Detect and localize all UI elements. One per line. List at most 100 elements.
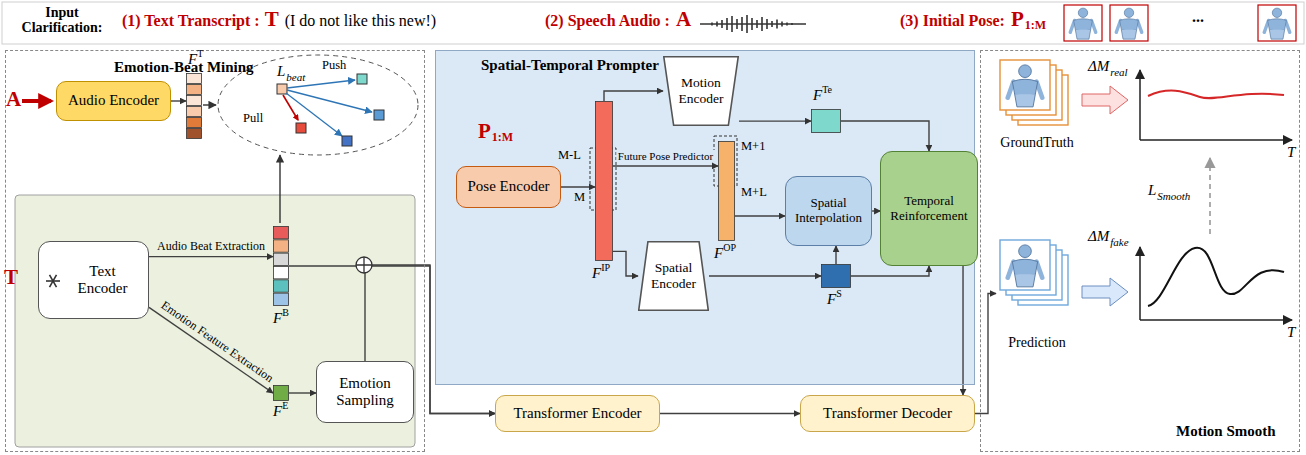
motion-frames: GroundTruth xyxy=(996,56,1078,151)
rect xyxy=(187,107,202,117)
path xyxy=(1140,319,1292,321)
rect xyxy=(274,293,289,305)
text-holder: FOP xyxy=(714,245,736,262)
connector xyxy=(613,251,638,276)
bar xyxy=(781,22,783,27)
panel-title: Spatial-Temporal Prompter xyxy=(481,57,659,73)
text-label: (2) Speech Audio : xyxy=(545,12,670,30)
process-box: Transformer Encoder xyxy=(495,395,660,432)
box-label: Text Encoder xyxy=(63,263,142,298)
rect xyxy=(187,96,202,106)
feature-vector: FB xyxy=(273,226,289,306)
g xyxy=(1140,70,1292,320)
text-holder: FT xyxy=(188,51,203,68)
vector-label: F xyxy=(592,265,601,281)
text-label: L xyxy=(1148,182,1156,199)
rect xyxy=(274,386,289,401)
vector-label: F xyxy=(827,291,836,307)
use xyxy=(1264,8,1290,39)
text-label: M-L xyxy=(558,149,581,163)
text-holder: Spatial-Temporal Prompter xyxy=(481,57,659,74)
rect xyxy=(1064,5,1102,41)
vector-label: IP xyxy=(601,262,610,273)
connector xyxy=(561,186,595,187)
panel: Spatial-Temporal PrompterPose EncoderFIP… xyxy=(435,50,975,385)
connector xyxy=(975,294,996,414)
rect xyxy=(1110,5,1148,41)
feature-vector: FTe xyxy=(811,109,841,133)
rect xyxy=(274,240,289,252)
rect xyxy=(342,136,352,146)
rect xyxy=(812,110,841,133)
frame-caption: GroundTruth xyxy=(1000,135,1073,150)
connector xyxy=(709,275,821,276)
vector-cells xyxy=(821,264,851,288)
rect xyxy=(296,123,306,133)
rect xyxy=(357,74,367,84)
use xyxy=(1070,8,1096,39)
text-label: Push xyxy=(322,59,346,73)
text-holder: Spatial Encoder xyxy=(648,260,699,291)
box-label: Pose Encoder xyxy=(467,178,549,195)
bar xyxy=(751,18,753,30)
process-box: Audio Encoder xyxy=(56,81,171,121)
line xyxy=(50,275,57,287)
connector xyxy=(604,91,663,101)
vector-label: E xyxy=(282,400,288,411)
box-label: Motion Encoder xyxy=(673,75,729,106)
text-label: P xyxy=(1011,8,1024,31)
connector xyxy=(149,307,273,393)
polygon xyxy=(1082,86,1128,114)
text-label: ΔM xyxy=(1088,58,1109,75)
text-holder: Text Encoder xyxy=(63,263,142,298)
vector-label: B xyxy=(282,307,289,318)
text-label: (3) Initial Pose: xyxy=(900,12,1005,30)
text-holder: Spatial Interpolation xyxy=(792,196,865,226)
bar xyxy=(731,16,733,32)
vector-label: Te xyxy=(822,84,832,95)
text-holder: Transformer Decoder xyxy=(823,405,952,422)
text-holder: Emotion Sampling xyxy=(323,375,407,410)
vector-label: OP xyxy=(723,242,736,253)
line xyxy=(283,95,298,120)
panel-title: Emotion-Beat Mining xyxy=(114,59,254,75)
path xyxy=(1139,247,1141,320)
text-label: M+L xyxy=(741,186,767,200)
line xyxy=(700,23,806,25)
text-holder: FE xyxy=(273,403,288,420)
process-box: Emotion Sampling xyxy=(316,361,414,423)
text-holder: Motion Encoder xyxy=(673,75,729,106)
rect xyxy=(274,253,289,265)
text-holder: FB xyxy=(273,310,289,327)
vector-cells xyxy=(595,101,613,261)
box-label: Spatial Interpolation xyxy=(792,196,865,226)
bar xyxy=(761,17,763,31)
vector-label: F xyxy=(714,245,723,261)
line xyxy=(203,104,216,105)
feature-vector: FT xyxy=(186,73,202,139)
rect xyxy=(2,2,1304,44)
rect xyxy=(822,265,851,288)
use xyxy=(1008,245,1043,287)
text-label: M+1 xyxy=(741,140,765,154)
text-label: (1) Text Transcript : xyxy=(122,12,260,30)
process-box: Temporal Reinforcement xyxy=(880,151,977,266)
text-label: 1:M xyxy=(492,131,513,144)
rect xyxy=(374,110,384,120)
panel-title: Motion Smooth xyxy=(1176,423,1276,439)
connector xyxy=(962,266,963,395)
text-label: L xyxy=(277,63,285,80)
line xyxy=(22,99,51,103)
text-label: T xyxy=(1287,324,1295,341)
polygon xyxy=(664,57,738,126)
edge-label: Audio Beat Extraction xyxy=(155,240,267,253)
text-holder: FS xyxy=(827,291,842,308)
rect xyxy=(274,280,289,292)
rect xyxy=(1000,240,1050,290)
bar xyxy=(721,20,723,28)
line xyxy=(279,155,280,223)
line xyxy=(1209,158,1211,234)
process-box: Pose Encoder xyxy=(456,166,561,208)
bar xyxy=(786,23,788,26)
